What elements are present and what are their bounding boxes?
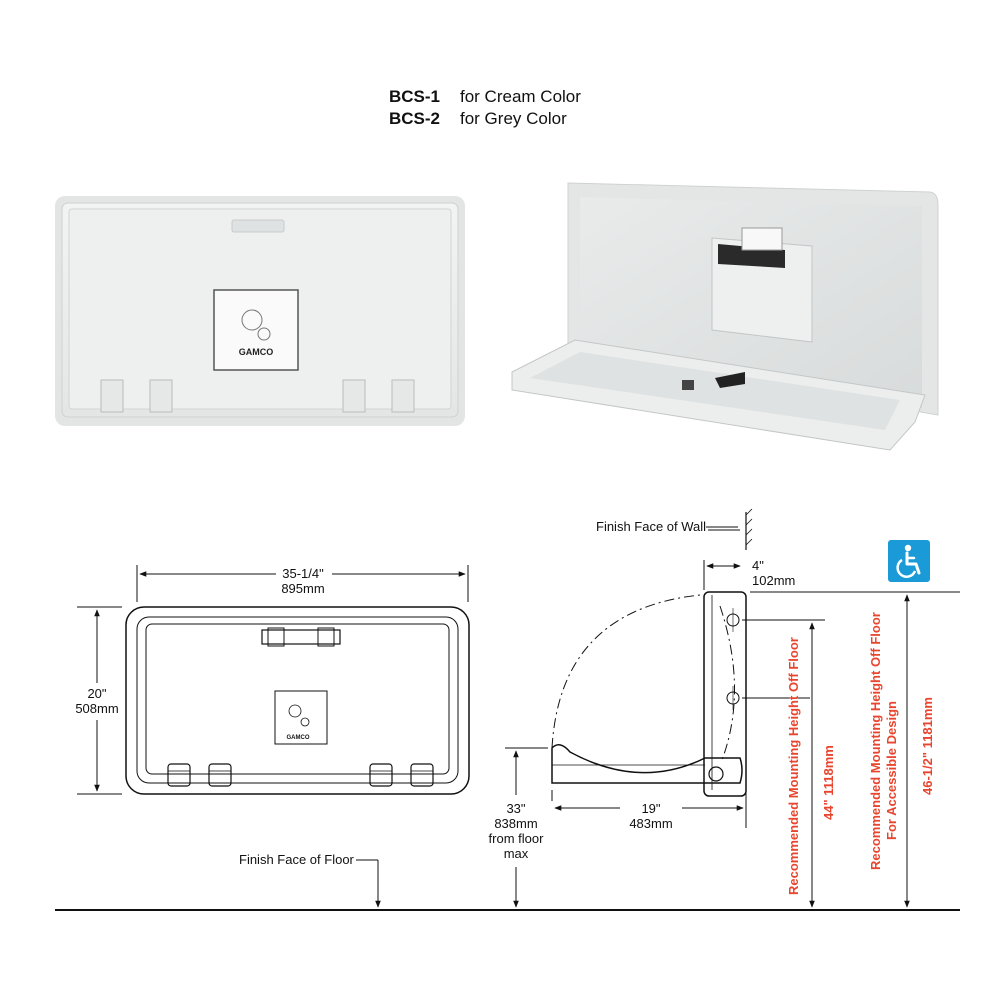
mounting-accessible-label-1: Recommended Mounting Height Off Floor [868,612,883,870]
front-width-in: 35-1/4" [282,566,324,581]
floor-height-in: 33" [506,801,526,816]
front-width: 35-1/4" 895mm [270,566,336,596]
side-depth-mm: 102mm [752,573,796,588]
model-bcs2: BCS-2 [389,109,441,128]
mounting-standard-label: Recommended Mounting Height Off Floor [786,637,801,895]
photo-open-unit [511,182,939,451]
wheelchair-icon [888,540,930,582]
front-height: 20" 508mm [70,686,124,716]
side-open: 19" 483mm [620,801,682,831]
floor-height-note2: max [503,846,529,861]
front-label-brand: GAMCO [287,735,310,741]
front-width-mm: 895mm [281,581,325,596]
floor-label: Finish Face of Floor [239,852,354,867]
front-height-in: 20" [87,686,107,701]
photo1-label-brand: GAMCO [239,347,274,357]
floor-height: 33" 838mm from floor max [478,801,554,861]
floor-height-note1: from floor [488,831,544,846]
side-drawing [551,508,753,797]
floor-height-mm: 838mm [494,816,538,831]
model-bcs1: BCS-1 [389,87,441,106]
front-height-mm: 508mm [75,701,119,716]
model-bcs1-desc: for Cream Color [460,87,581,106]
front-drawing [125,606,470,795]
side-depth-in: 4" [752,558,764,573]
model-bcs2-desc: for Grey Color [460,109,567,128]
side-open-in: 19" [641,801,661,816]
side-dimension-lines [55,526,960,911]
side-depth: 4" 102mm [752,558,795,588]
mounting-accessible-value: 46-1/2" 1181mm [920,697,935,795]
front-dimension-lines [77,565,469,795]
photo-closed-unit: GAMCO [55,196,465,426]
wall-label: Finish Face of Wall [596,519,707,534]
side-open-mm: 483mm [629,816,673,831]
mounting-accessible-label-2: For Accessible Design [884,701,899,840]
mounting-standard-value: 44" 1118mm [821,745,836,820]
